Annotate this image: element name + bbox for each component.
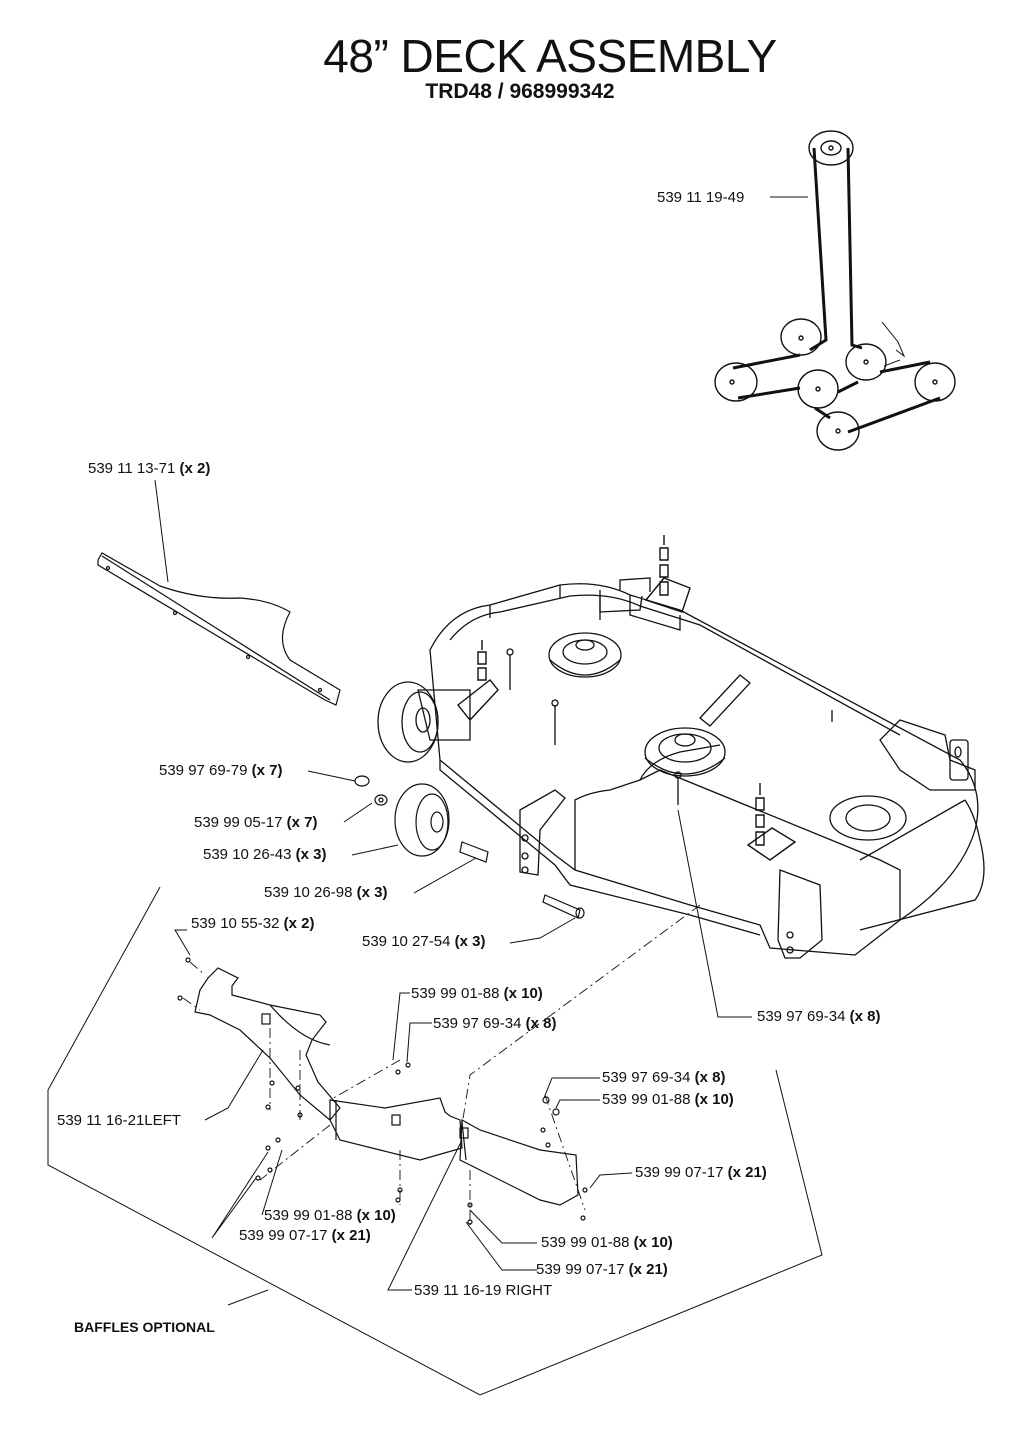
part-label: 539 97 69-34 (x 8) (757, 1008, 880, 1026)
part-qty: (x 7) (286, 814, 318, 831)
page-title: 48” DECK ASSEMBLY (323, 30, 777, 82)
lower-baffles (177, 957, 588, 1225)
part-number: 539 99 01-88 (264, 1207, 353, 1224)
part-label: 539 10 26-43 (x 3) (203, 846, 326, 864)
part-number: 539 10 55-32 (191, 915, 280, 932)
part-number: 539 97 69-34 (602, 1069, 691, 1086)
part-label: 539 99 07-17 (x 21) (239, 1227, 371, 1245)
belt (732, 147, 941, 434)
part-label: 539 99 01-88 (x 10) (411, 985, 543, 1003)
part-label: 539 97 69-79 (x 7) (159, 762, 282, 780)
part-qty: (x 21) (628, 1261, 668, 1278)
part-label: 539 99 01-88 (x 10) (541, 1234, 673, 1252)
part-label: 539 99 01-88 (x 10) (602, 1091, 734, 1109)
part-label: 539 10 26-98 (x 3) (264, 884, 387, 902)
part-number: 539 99 01-88 (411, 985, 500, 1002)
part-label: 539 11 13-71 (x 2) (88, 460, 210, 478)
part-qty: (x 10) (503, 985, 543, 1002)
part-number: 539 99 05-17 (194, 814, 283, 831)
baffles-optional-note: BAFFLES OPTIONAL (74, 1319, 215, 1335)
part-number: 539 97 69-34 (757, 1008, 846, 1025)
part-label: 539 97 69-34 (x 8) (433, 1015, 556, 1033)
part-qty: (x 2) (283, 915, 315, 932)
gauge-wheel-exploded (354, 775, 585, 919)
part-label: 539 11 16-21LEFT (57, 1112, 181, 1130)
part-label: 539 10 27-54 (x 3) (362, 933, 485, 951)
part-number: 539 11 16-21LEFT (57, 1112, 181, 1129)
part-qty: (x 3) (295, 846, 327, 863)
part-number: 539 11 13-71 (88, 460, 176, 477)
part-number: 539 99 07-17 (239, 1227, 328, 1244)
tensioner-spring (881, 321, 906, 367)
part-number: 539 99 07-17 (536, 1261, 625, 1278)
part-label: 539 10 55-32 (x 2) (191, 915, 314, 933)
rear-baffle (97, 552, 341, 706)
part-number: 539 99 01-88 (602, 1091, 691, 1108)
part-number: 539 11 19-49 (657, 189, 745, 206)
spindle-right-opening (829, 795, 907, 841)
part-label: 539 99 07-17 (x 21) (536, 1261, 668, 1279)
part-qty: (x 3) (454, 933, 486, 950)
part-label: 539 99 01-88 (x 10) (264, 1207, 396, 1225)
part-number: 539 10 26-98 (264, 884, 353, 901)
part-qty: (x 21) (727, 1164, 767, 1181)
part-label: 539 11 16-19 RIGHT (414, 1282, 552, 1300)
part-qty: (x 7) (251, 762, 283, 779)
part-qty: (x 8) (525, 1015, 557, 1032)
part-number: 539 97 69-79 (159, 762, 248, 779)
part-label: 539 97 69-34 (x 8) (602, 1069, 725, 1087)
model-number: TRD48 / 968999342 (425, 80, 615, 103)
part-number: 539 97 69-34 (433, 1015, 522, 1032)
spindle-left (548, 632, 622, 678)
part-qty: (x 10) (633, 1234, 673, 1251)
part-qty: (x 21) (331, 1227, 371, 1244)
part-qty: (x 2) (179, 460, 211, 477)
part-qty: (x 10) (356, 1207, 396, 1224)
part-qty: (x 8) (849, 1008, 881, 1025)
leader-lines (154, 196, 808, 1306)
part-label: 539 99 07-17 (x 21) (635, 1164, 767, 1182)
part-number: 539 99 07-17 (635, 1164, 724, 1181)
part-label: 539 99 05-17 (x 7) (194, 814, 317, 832)
gauge-wheel-left (377, 681, 439, 763)
lift-chain (457, 535, 797, 861)
part-qty: (x 10) (694, 1091, 734, 1108)
part-number: 539 11 16-19 RIGHT (414, 1282, 553, 1299)
pulley (714, 130, 956, 451)
part-qty: (x 3) (356, 884, 388, 901)
part-qty: (x 8) (694, 1069, 726, 1086)
belt-assembly (714, 130, 956, 451)
part-number: 539 10 26-43 (203, 846, 292, 863)
part-label-belt: 539 11 19-49 (657, 189, 744, 207)
spindle-center (644, 727, 726, 777)
deck-housing (377, 577, 985, 959)
part-number: 539 10 27-54 (362, 933, 451, 950)
part-number: 539 99 01-88 (541, 1234, 630, 1251)
baffle-enclosure-outline (47, 886, 823, 1396)
